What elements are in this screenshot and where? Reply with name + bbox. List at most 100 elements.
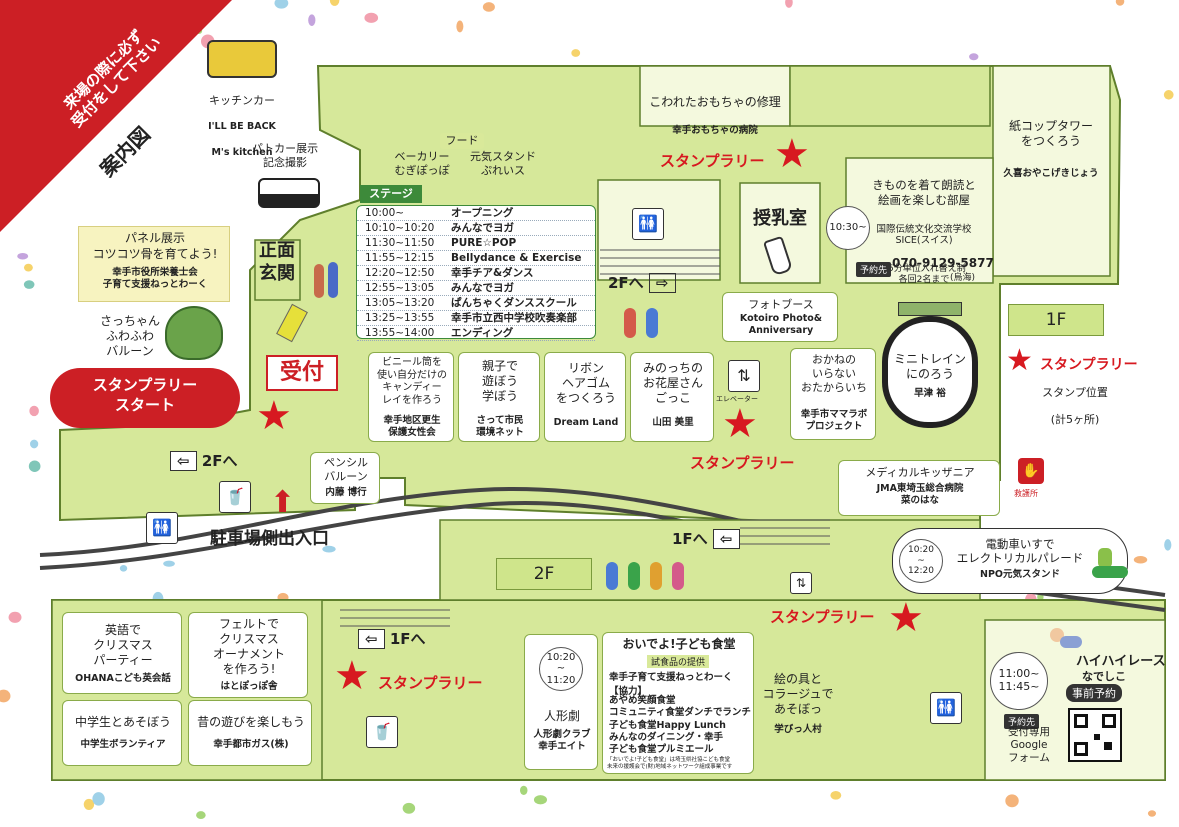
stairs-2f-left: ⇦ 2Fへ [170, 450, 238, 471]
ribbon-name: リボン ヘアゴム をつくろう [555, 361, 616, 405]
crawl-race-reserve-tag: 予約先 [1004, 710, 1040, 729]
arrow-left-icon-lower: ⇦ [358, 629, 385, 649]
ribbon-booth: リボン ヘアゴム をつくろう Dream Land [544, 352, 626, 442]
confetti-dot [533, 795, 548, 805]
confetti-dot [119, 565, 128, 572]
old-games-booth: 昔の遊びを楽しもう 幸手都市ガス(株) [188, 700, 312, 766]
english-booth: 英語で クリスマス パーティー OHANAこども英会話 [62, 612, 182, 694]
children-running-icon [604, 560, 694, 592]
confetti-dot [571, 49, 581, 57]
kimono-time: 10:30~ [826, 206, 870, 250]
kimono-reserve-tag: 予約先 [856, 258, 892, 277]
stamp-position-text: スタンプ位置 (計5ヶ所) [1030, 372, 1120, 441]
medical-name: メディカルキッザニア [865, 466, 975, 479]
confetti-dot [329, 0, 340, 6]
stage-schedule-row: 12:20~12:50 幸手チア&ダンス [357, 266, 595, 281]
arrow-left-icon-1f: ⇦ [712, 529, 740, 549]
confetti-dot [274, 0, 289, 9]
vinyl-booth: ビニール筒を 使い自分だけの キャンディー レイを作ろう 幸手地区更生 保護女性… [368, 352, 454, 442]
panel-exhibit-title: パネル展示 [124, 231, 185, 245]
stage-performer: PURE☆POP [451, 237, 517, 249]
toy-repair-org: 幸手おもちゃの病院 [672, 125, 758, 136]
confetti-dot [364, 12, 379, 23]
stairs-1f-text: 1Fへ [672, 530, 708, 548]
mini-train-name: ミニトレイン にのろう [893, 352, 966, 381]
stage-performer: Bellydance & Exercise [451, 252, 582, 264]
kitchen-car-shop2: M's kitchen [211, 146, 273, 158]
kimono-reserve-tag-text: 予約先 [856, 262, 892, 277]
stairs-2f-text: 2Fへ [608, 274, 644, 292]
felt-name: フェルトで クリスマス オーナメント を作ろう! [212, 617, 285, 676]
confetti-dot [23, 280, 35, 289]
stamp-label-top: スタンプラリー [660, 152, 765, 170]
felt-booth: フェルトで クリスマス オーナメント を作ろう! はとぽっぽ舎 [188, 612, 308, 698]
food-shop-bakery: ベーカリー むぎぽっぽ [394, 150, 450, 177]
money-game-org: 幸手市ママラボ プロジェクト [800, 409, 868, 432]
confetti-dot [519, 785, 528, 796]
stamp-label-mid: スタンプラリー [690, 454, 795, 472]
minocchi-name: みのっちの お花屋さん ごっこ [642, 361, 703, 405]
first-aid-icon: ✋ [1018, 458, 1044, 484]
wheelchair-icon [1090, 548, 1130, 584]
parent-child-booth: 親子で 遊ぼう 学ぼう さって市民 環境ネット [458, 352, 540, 442]
felt-org: はとぽっぽ舎 [220, 681, 278, 692]
floor-1f-label: 1F [1008, 304, 1104, 336]
junior-high-booth: 中学生とあそぼう 中学生ボランティア [62, 700, 182, 766]
kids-cafe-title: おいでよ!子ども食堂 [622, 637, 736, 651]
old-games-org: 幸手都市ガス(株) [213, 739, 289, 750]
kimono-org: 国際伝統文化交流学校 SICE(スイス) [876, 223, 972, 247]
qr-code-icon[interactable] [1068, 708, 1122, 762]
vinyl-org: 幸手地区更生 保護女性会 [383, 415, 441, 438]
stage-performer: エンディング [451, 327, 514, 339]
stairs-1f-lower: ⇦ 1Fへ [358, 628, 426, 649]
elevator-icon-lower: ⇅ [790, 572, 812, 594]
pencil-balloon-name: ペンシル バルーン [324, 456, 368, 483]
stage-time: 10:00~ [365, 207, 405, 219]
stage-time: 12:55~13:05 [365, 282, 435, 294]
medical-kidzania: メディカルキッザニア JMA東埼玉総合病院 菜のはな [838, 460, 1000, 516]
confetti-dot [1147, 810, 1157, 817]
stamp-start-line2: スタート [114, 395, 175, 414]
photo-booth-name: フォトブース [748, 298, 814, 311]
notice-banner [0, 0, 232, 232]
stage-time: 12:20~12:50 [365, 267, 435, 279]
paper-cup-org: 久喜おやこげきじょう [1003, 168, 1099, 179]
confetti-dot [196, 811, 206, 820]
crawl-race-form: 受付専用 Google フォーム [1008, 726, 1050, 765]
food-shop-genki: 元気スタンド ぷれいス [470, 150, 536, 177]
photo-booth: フォトブース Kotoiro Photo& Anniversary [722, 292, 838, 342]
kitchen-car-label: キッチンカー I'LL BE BACK M's kitchen [192, 80, 292, 173]
mini-train-track: ミニトレイン にのろう 早津 裕 [882, 316, 978, 428]
confetti-dot [402, 802, 416, 814]
parking-entrance-label: 駐車場側出入口 [210, 529, 329, 549]
kimono-name: きものを着て朗読と 絵画を楽しむ部屋 [872, 178, 976, 207]
stamp-start-line1: スタンプラリー [92, 376, 198, 394]
elevator-label: エレベーター [716, 395, 758, 403]
puppet-time: 10:20 ~ 11:20 [539, 647, 583, 691]
minocchi-org: 山田 美里 [652, 417, 694, 428]
panel-exhibit-text: コツコツ骨を育てよう! [92, 247, 218, 261]
stage-performer: 幸手チア&ダンス [451, 267, 534, 279]
paper-cup-name: 紙コップタワー をつくろう [1008, 119, 1093, 148]
confetti-dot [83, 798, 95, 811]
stamp-star-icon-left: ★ [334, 653, 370, 699]
confetti-dot [0, 689, 11, 703]
photo-booth-org: Kotoiro Photo& Anniversary [739, 313, 823, 336]
elevator-icon-upper: ⇅ [728, 360, 760, 392]
confetti-dot [785, 0, 793, 8]
main-entrance-label: 正面 玄関 [259, 240, 295, 284]
crawl-race-reserve-tag-text: 予約先 [1004, 714, 1040, 729]
confetti-dot [482, 2, 495, 12]
crawl-race-org: なでしこ [1082, 670, 1126, 683]
stamp-position-count: (計5ヶ所) [1050, 413, 1100, 427]
stairs-1f-label: 1Fへ ⇦ [672, 528, 740, 549]
food-tag: フード [440, 133, 484, 149]
ribbon-org: Dream Land [553, 417, 619, 428]
kimono-note: 15分単位入れ替え制 各回2名まで [882, 263, 966, 285]
confetti-dot [8, 611, 22, 623]
drink-icon-lower: 🥤 [366, 716, 398, 748]
police-name: パトカー展示 記念撮影 [251, 141, 319, 169]
pencil-balloon-booth: ペンシル バルーン 内藤 博行 [310, 452, 380, 504]
